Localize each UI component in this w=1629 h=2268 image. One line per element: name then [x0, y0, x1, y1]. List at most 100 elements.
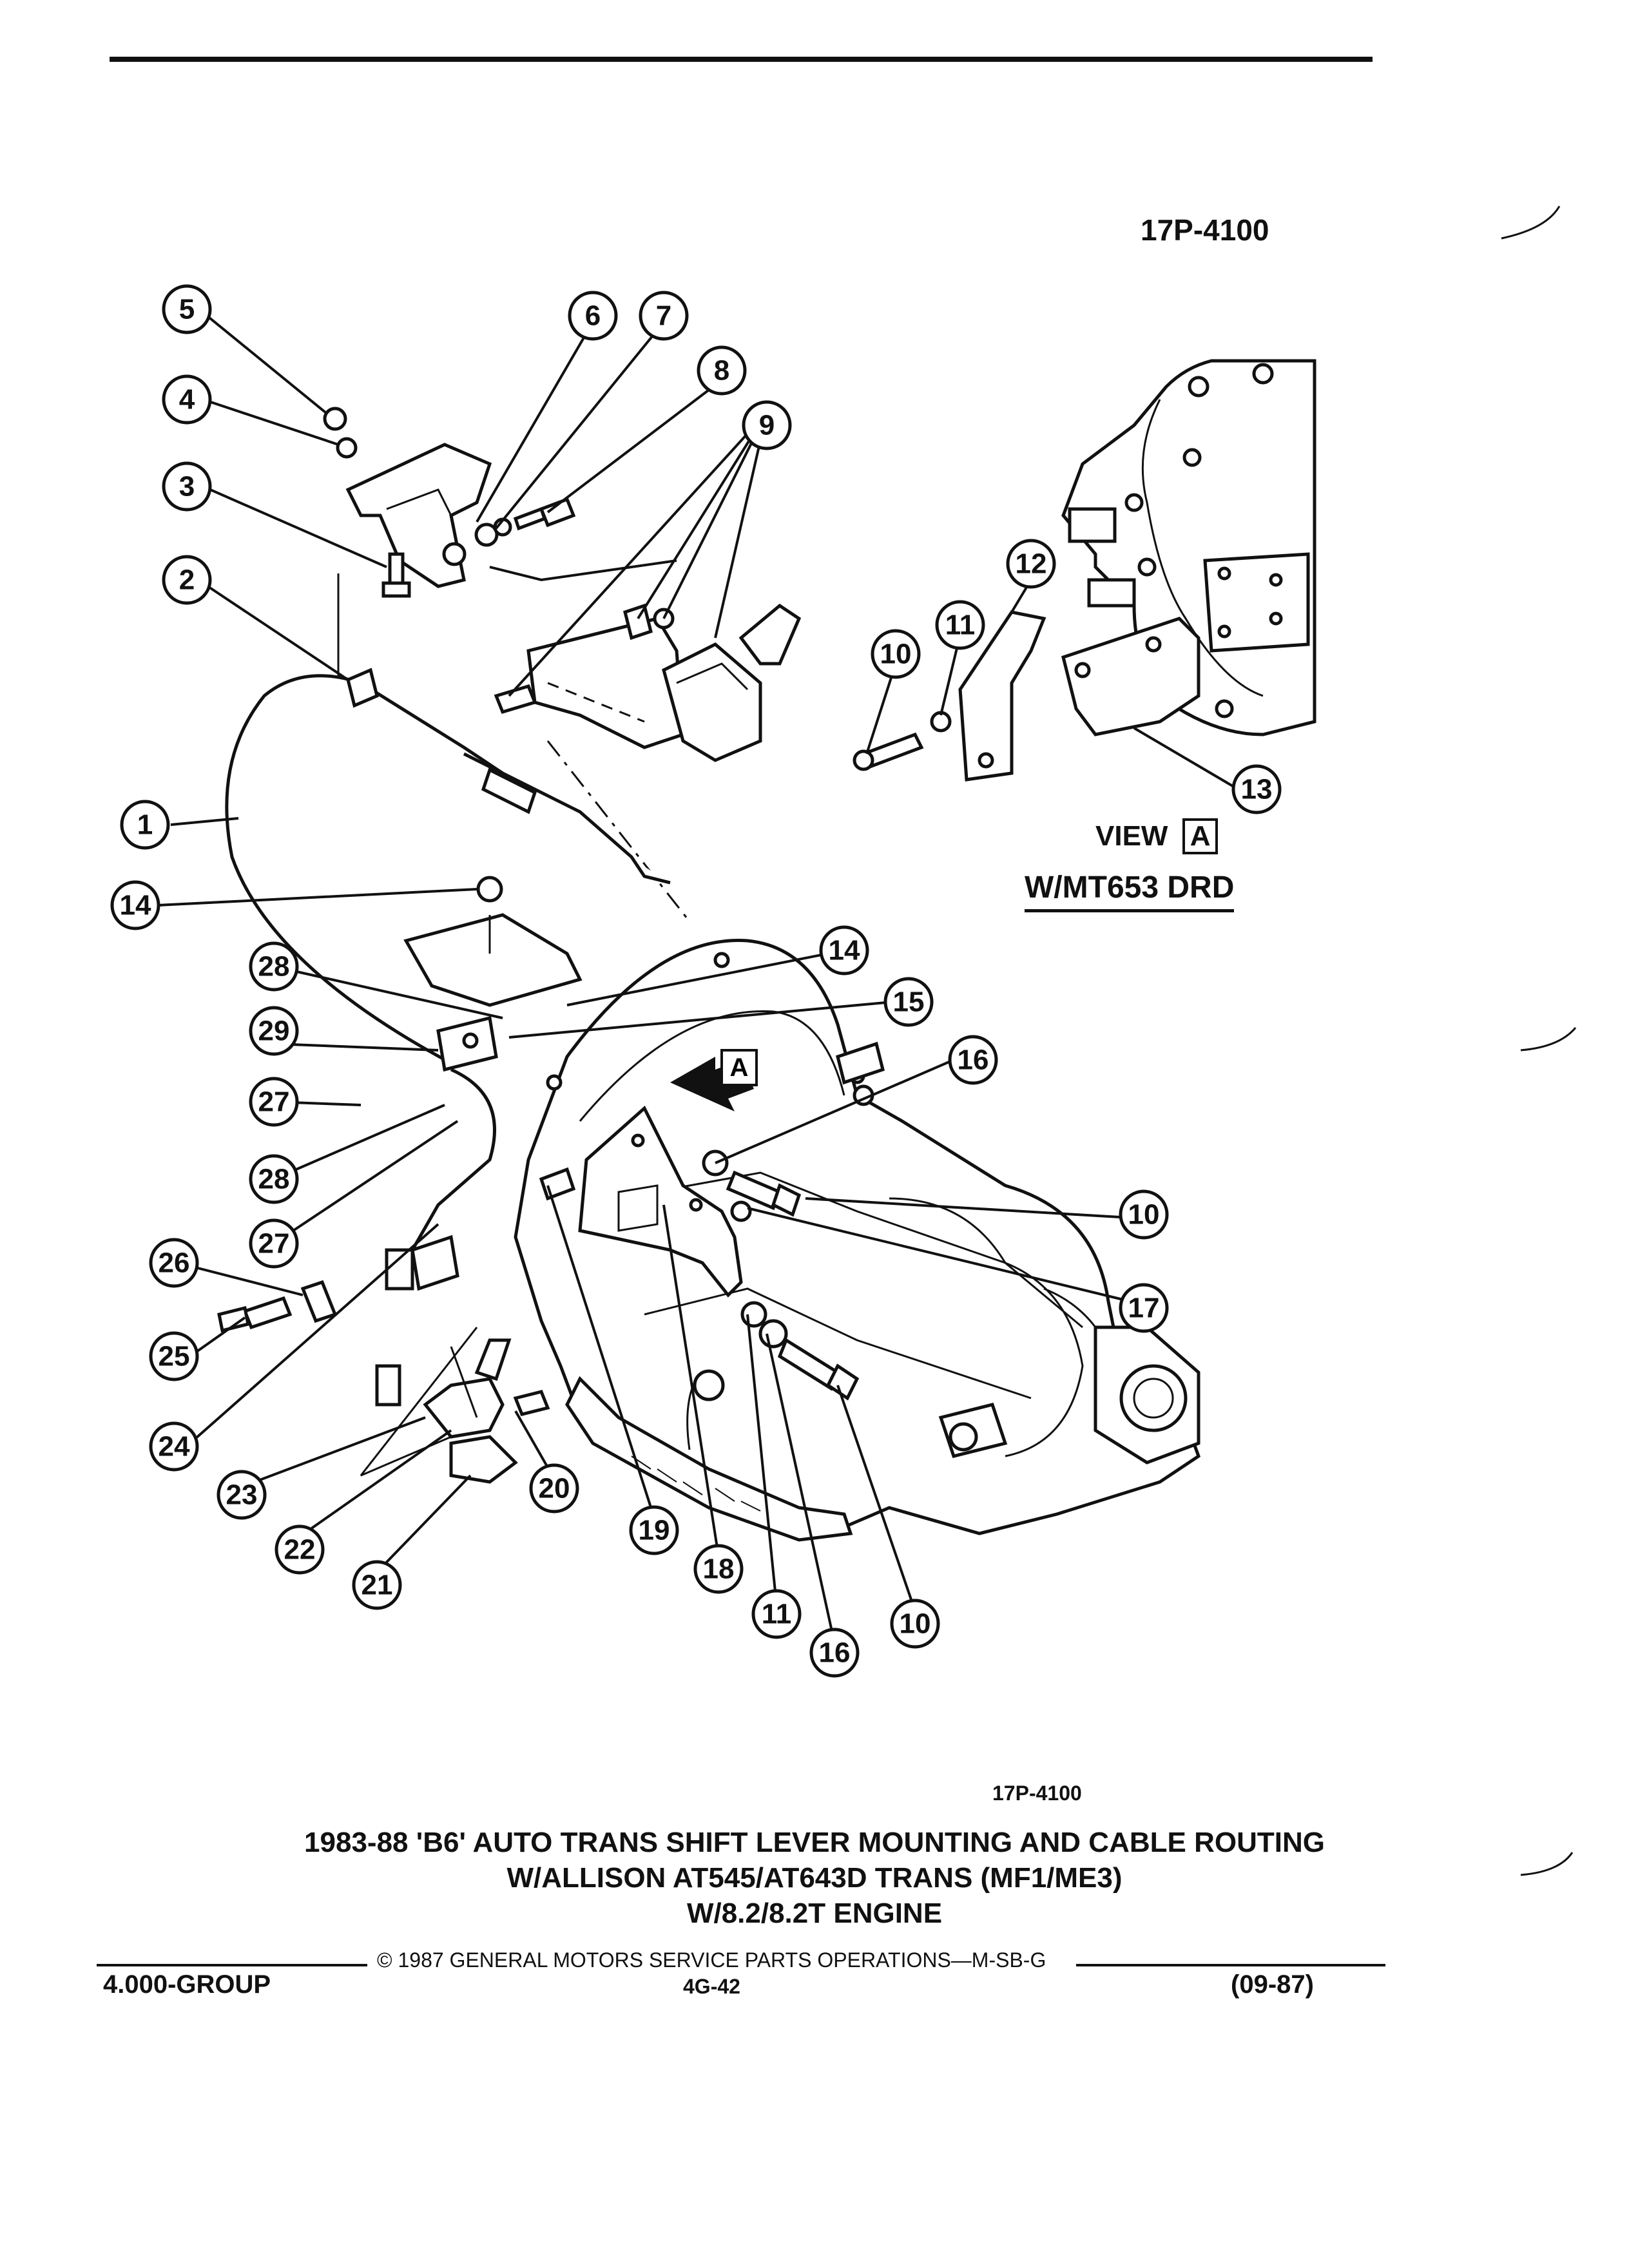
cable-bracket	[403, 876, 583, 1007]
view-label-text: VIEW	[1095, 820, 1168, 852]
callout-7: 7	[639, 291, 689, 341]
callout-9: 9	[742, 400, 792, 450]
view-label: VIEW A	[1095, 818, 1219, 854]
svg-text:10: 10	[880, 639, 912, 670]
fastener-stack-right	[702, 1149, 860, 1401]
view-subtitle: W/MT653 DRD	[1025, 870, 1235, 912]
callout-6: 6	[568, 291, 618, 341]
footer-date: (09-87)	[1231, 1970, 1314, 1999]
svg-text:29: 29	[258, 1015, 290, 1047]
svg-text:12: 12	[1016, 548, 1047, 580]
callout-4: 4	[162, 374, 212, 425]
trans-mounting-bracket	[578, 1105, 743, 1298]
svg-text:4: 4	[179, 384, 195, 416]
caption-line-2: W/ALLISON AT545/AT643D TRANS (MF1/ME3)	[506, 1862, 1123, 1894]
top-rule	[110, 57, 1373, 62]
caption-line-1: 1983-88 'B6' AUTO TRANS SHIFT LEVER MOUN…	[304, 1827, 1325, 1858]
callout-2: 2	[162, 555, 212, 605]
caption-line-3: W/8.2/8.2T ENGINE	[686, 1898, 943, 1929]
svg-text:26: 26	[159, 1247, 190, 1279]
svg-text:7: 7	[656, 300, 671, 332]
figure-code-top: 17P-4100	[1141, 213, 1269, 247]
callout-3: 3	[162, 461, 212, 512]
svg-text:8: 8	[714, 355, 729, 387]
svg-text:23: 23	[226, 1479, 258, 1511]
svg-text:10: 10	[900, 1608, 931, 1640]
callout-22: 22	[275, 1524, 325, 1575]
view-letter-box: A	[1182, 818, 1219, 854]
callout-18: 18	[693, 1544, 744, 1594]
svg-text:22: 22	[284, 1534, 316, 1566]
svg-text:28: 28	[258, 951, 290, 983]
callout-10a: 10	[890, 1599, 940, 1649]
callout-26: 26	[149, 1238, 199, 1288]
corner-mark	[1520, 1852, 1574, 1876]
footer-page: 4G-42	[683, 1975, 740, 1998]
svg-text:2: 2	[179, 564, 195, 596]
svg-text:1: 1	[137, 809, 153, 841]
cable-clip	[436, 1015, 498, 1072]
callout-21: 21	[352, 1560, 402, 1610]
callout-12: 12	[1006, 539, 1056, 589]
callout-29: 29	[249, 1006, 299, 1056]
callout-10b: 10	[1119, 1189, 1169, 1240]
svg-text:6: 6	[585, 300, 601, 332]
svg-text:11: 11	[762, 1599, 792, 1630]
callout-group: 5 4 3 2 1 6 7 8 9 14 28 29 27 28 27 26 2…	[110, 284, 1282, 1678]
callout-24: 24	[149, 1421, 199, 1472]
svg-text:18: 18	[703, 1553, 735, 1585]
callout-27a: 27	[249, 1077, 299, 1127]
svg-text:16: 16	[819, 1637, 851, 1669]
shift-lever-bracket	[345, 443, 677, 588]
svg-text:17: 17	[1128, 1293, 1160, 1324]
callout-16a: 16	[809, 1628, 860, 1678]
callout-27b: 27	[249, 1218, 299, 1269]
lower-linkage-parts	[217, 1167, 576, 1484]
shifter-assembly	[494, 603, 802, 762]
callout-14a: 14	[110, 880, 160, 930]
view-a-inset	[853, 359, 1316, 782]
callout-23: 23	[217, 1470, 267, 1520]
svg-text:20: 20	[539, 1473, 570, 1504]
callout-1: 1	[120, 800, 170, 850]
callout-11a: 11	[751, 1589, 802, 1639]
callout-8: 8	[697, 345, 747, 396]
callout-14b: 14	[819, 925, 869, 975]
footer-group: 4.000-GROUP	[103, 1970, 271, 1999]
callout-13: 13	[1231, 764, 1282, 814]
svg-text:15: 15	[893, 986, 925, 1018]
callout-28a: 28	[249, 941, 299, 992]
footer-rule-right	[1076, 1964, 1385, 1966]
svg-text:21: 21	[361, 1570, 393, 1601]
svg-text:28: 28	[258, 1164, 290, 1195]
callout-20: 20	[529, 1463, 579, 1514]
svg-text:14: 14	[120, 890, 151, 921]
svg-text:19: 19	[639, 1515, 670, 1546]
callout-25: 25	[149, 1331, 199, 1381]
footer-rule-left	[97, 1964, 367, 1966]
shift-cable	[225, 668, 671, 1407]
callout-16b: 16	[948, 1035, 998, 1085]
nut-washer-stack	[323, 407, 411, 598]
svg-text:13: 13	[1241, 774, 1273, 805]
svg-text:3: 3	[179, 471, 195, 503]
arrow-letter: A	[730, 1053, 749, 1082]
svg-text:27: 27	[258, 1228, 290, 1260]
svg-text:16: 16	[958, 1044, 989, 1076]
svg-text:14: 14	[829, 935, 860, 966]
leader-lines	[157, 311, 1245, 1644]
svg-text:9: 9	[759, 410, 775, 441]
view-a-arrow: A	[670, 1049, 758, 1111]
callout-11b: 11	[935, 600, 985, 650]
callout-19: 19	[629, 1505, 679, 1555]
callout-17: 17	[1119, 1283, 1169, 1333]
svg-text:11: 11	[945, 610, 976, 641]
svg-text:5: 5	[179, 294, 195, 325]
callout-15: 15	[883, 977, 934, 1027]
callout-5: 5	[162, 284, 212, 334]
callout-28b: 28	[249, 1154, 299, 1204]
svg-text:10: 10	[1128, 1199, 1160, 1231]
corner-mark	[1501, 206, 1561, 240]
footer-copyright: © 1987 GENERAL MOTORS SERVICE PARTS OPER…	[377, 1948, 1046, 1972]
